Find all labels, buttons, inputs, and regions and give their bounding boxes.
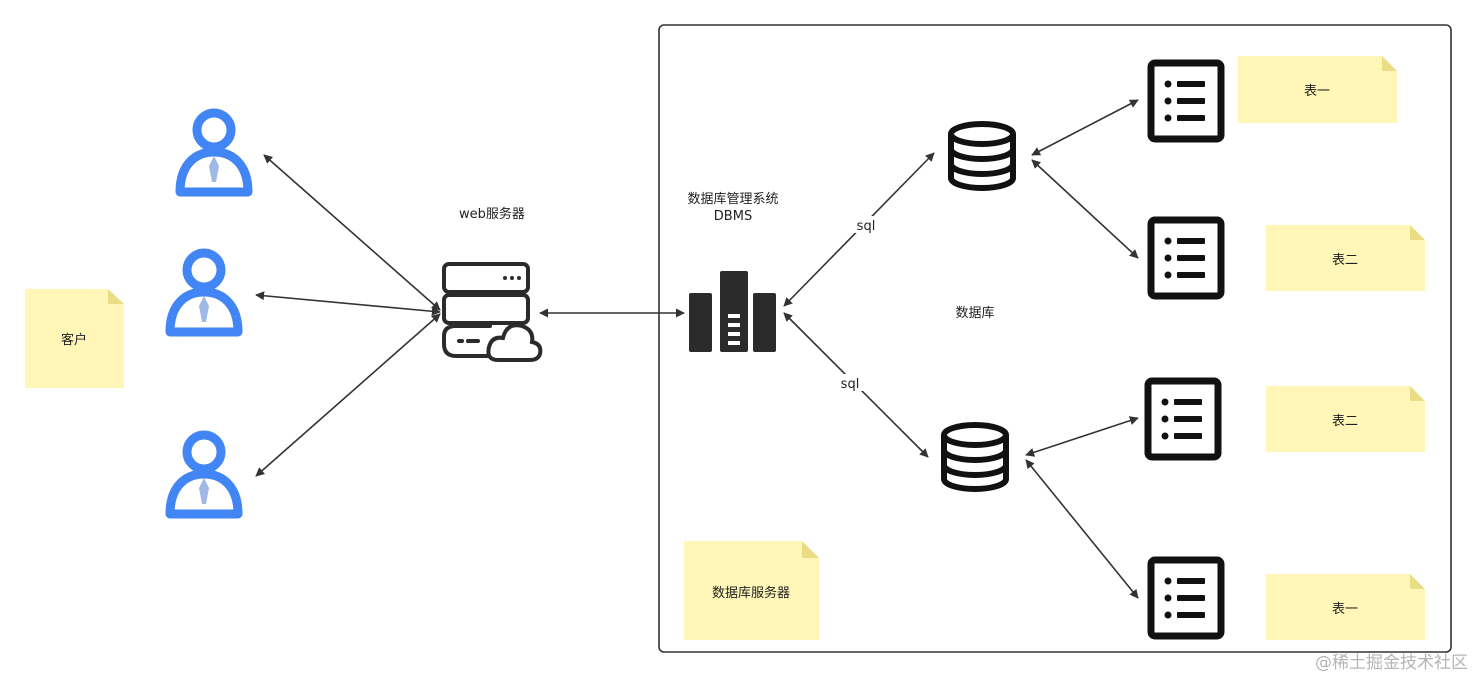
sql-label-bottom: sql — [841, 377, 860, 392]
dbms-label-line2: DBMS — [714, 209, 752, 224]
arrow-db-top-table2 — [1031, 159, 1139, 259]
list-document-icon — [1151, 220, 1221, 296]
arrow-user3-server — [255, 313, 441, 477]
database-label: 数据库 — [955, 305, 994, 321]
table3-note: 表二 — [1266, 386, 1425, 452]
user-icon — [180, 113, 248, 192]
client-note: 客户 — [25, 289, 124, 388]
list-document-icon — [1151, 560, 1221, 636]
database-icon — [951, 124, 1013, 188]
connectors — [255, 99, 1139, 599]
dbms-label-line1: 数据库管理系统 — [687, 191, 778, 207]
table3-note-text: 表二 — [1332, 414, 1358, 429]
cloud-server-icon — [442, 262, 543, 362]
arrow-user1-server — [263, 154, 441, 311]
list-document-icon — [1151, 63, 1221, 139]
db-server-note: 数据库服务器 — [684, 541, 819, 640]
arrow-user2-server — [255, 291, 441, 316]
table1-note-text: 表一 — [1304, 84, 1330, 99]
table4-note-text: 表一 — [1332, 602, 1358, 617]
list-document-icon — [1148, 381, 1218, 457]
arrow-db-bottom-table4 — [1025, 459, 1139, 599]
arrow-db-top-table1 — [1031, 99, 1139, 156]
database-server-boundary — [658, 24, 1452, 653]
db-server-note-text: 数据库服务器 — [712, 585, 790, 601]
web-server-label: web服务器 — [459, 206, 525, 222]
table2-note: 表二 — [1266, 225, 1425, 291]
table4-note: 表一 — [1266, 574, 1425, 640]
user-icon — [170, 253, 238, 332]
sql-label-top: sql — [857, 219, 876, 234]
watermark: @稀土掘金技术社区 — [1315, 653, 1468, 673]
database-icon — [944, 425, 1006, 489]
dbms-bars-icon — [689, 271, 776, 352]
client-note-text: 客户 — [61, 332, 87, 348]
arrow-db-bottom-table3 — [1025, 416, 1139, 457]
table1-note: 表一 — [1238, 56, 1397, 123]
user-icon — [170, 435, 238, 514]
table2-note-text: 表二 — [1332, 253, 1358, 268]
